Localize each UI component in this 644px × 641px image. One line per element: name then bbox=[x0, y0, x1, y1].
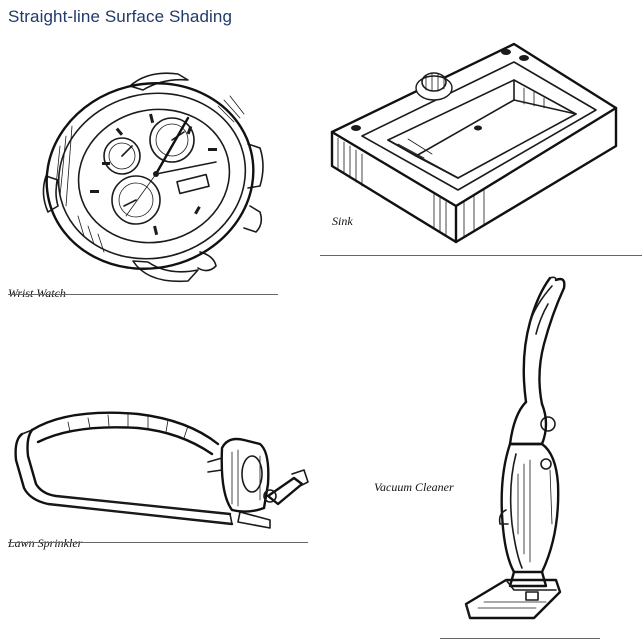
wrist-watch-drawing bbox=[42, 72, 264, 283]
vacuum-cleaner-drawing bbox=[464, 276, 566, 620]
lawn-sprinkler-drawing bbox=[14, 411, 309, 529]
wrist-watch-label: Wrist Watch bbox=[8, 286, 66, 300]
sink-rule bbox=[320, 255, 642, 256]
page-title: Straight-line Surface Shading bbox=[8, 7, 233, 26]
vacuum-cleaner-label: Vacuum Cleaner bbox=[374, 480, 454, 494]
wrist-watch-rule bbox=[8, 294, 278, 295]
lawn-sprinkler-label: Lawn Sprinkler bbox=[8, 536, 83, 550]
sink-label: Sink bbox=[332, 214, 353, 228]
vacuum-cleaner-rule bbox=[440, 638, 600, 639]
lawn-sprinkler-rule bbox=[8, 542, 308, 543]
sink-drawing bbox=[330, 42, 618, 244]
